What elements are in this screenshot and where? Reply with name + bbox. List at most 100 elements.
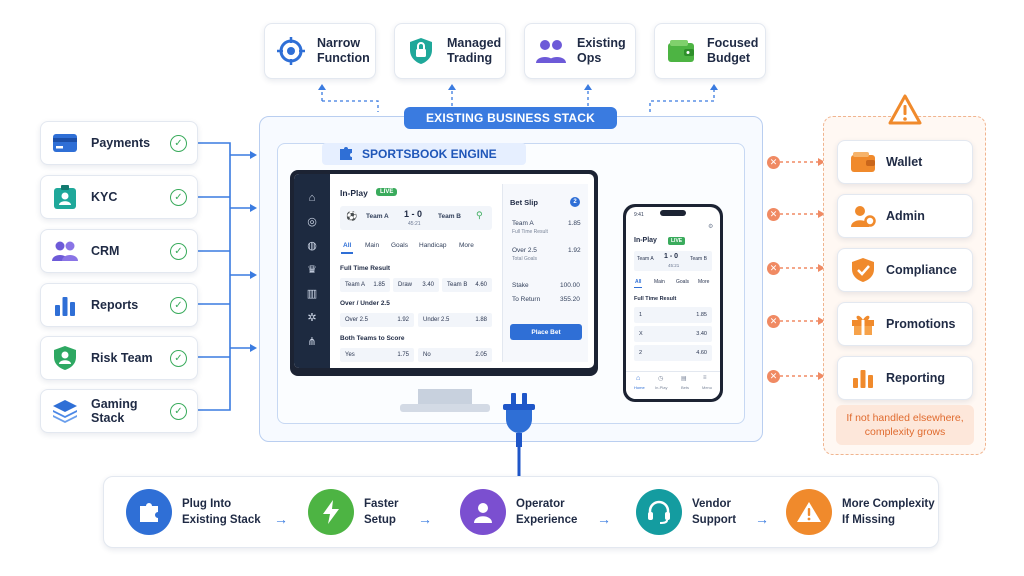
odds-value: 4.60: [475, 282, 487, 288]
step-label: Operator Experience: [516, 498, 578, 526]
home-icon[interactable]: ⌂: [636, 375, 641, 382]
right-card-wallet: Wallet: [837, 140, 973, 184]
engine-title: SPORTSBOOK ENGINE: [362, 147, 497, 161]
home-icon[interactable]: ⌂: [308, 192, 316, 204]
tab-underline: [634, 287, 642, 288]
tab-more[interactable]: More: [459, 242, 474, 249]
mobile-scoreboard: [634, 251, 712, 271]
return-value: 355.20: [560, 296, 580, 303]
step-label: Faster Setup: [364, 498, 399, 526]
step-label: Vendor Support: [692, 498, 737, 526]
step-operator-experience: Operator Experience: [460, 489, 577, 535]
phone-notch: [660, 210, 686, 216]
top-card-label: Narrow Function: [317, 36, 370, 65]
desktop-screen: ⌂ ◎ ◍ ♛ ▥ ✲ ⋔ In-Play LIVE ⚽ Team A 1 - …: [294, 174, 594, 368]
plug-icon: [500, 393, 538, 454]
bets-icon[interactable]: ▤: [681, 376, 687, 382]
slip-selection: Over 2.5: [512, 247, 537, 254]
stake-label: Stake: [512, 282, 529, 289]
mobile-screen: 9:41 In-Play LIVE ⚙ Team A 1 - 0 45:21 T…: [626, 207, 720, 399]
tab-goals[interactable]: Goals: [391, 242, 408, 249]
check-icon: ✓: [170, 296, 187, 314]
puzzle-icon: [126, 489, 172, 535]
tab-main[interactable]: Main: [654, 279, 665, 285]
step-vendor-support: Vendor Support: [636, 489, 736, 535]
basketball-icon[interactable]: ◍: [307, 240, 317, 252]
right-card-promotions: Promotions: [837, 302, 973, 346]
tab-main[interactable]: Main: [365, 242, 380, 249]
gift-icon: [850, 311, 876, 337]
shield-user-icon: [51, 344, 79, 372]
left-card-kyc: KYC ✓: [40, 175, 198, 219]
slip-selection: Team A: [512, 220, 534, 227]
headset-icon: [636, 489, 682, 535]
odds-value: 3.40: [422, 282, 434, 288]
live-badge: LIVE: [668, 237, 686, 245]
top-card-label: Existing Ops: [577, 36, 626, 65]
trophy-icon[interactable]: ♛: [307, 264, 317, 276]
left-card-label: KYC: [91, 190, 118, 204]
desktop-side-nav: ⌂ ◎ ◍ ♛ ▥ ✲ ⋔: [294, 174, 330, 368]
x-icon: ✕: [767, 262, 780, 275]
market-title: Full Time Result: [634, 296, 677, 302]
left-card-payments: Payments ✓: [40, 121, 198, 165]
slip-market: Full Time Result: [512, 229, 548, 235]
check-icon: ✓: [170, 402, 187, 420]
settings-icon[interactable]: ✲: [307, 312, 317, 324]
mobile-bottom-nav: [626, 371, 720, 399]
odds-label: Yes: [345, 352, 355, 358]
id-badge-icon: [51, 183, 79, 211]
inplay-icon[interactable]: ◷: [658, 376, 664, 382]
tab-handicap[interactable]: Handicap: [419, 242, 447, 249]
mobile-header: In-Play: [634, 237, 657, 244]
left-card-label: Gaming Stack: [91, 397, 138, 425]
settings-icon[interactable]: ⚙: [708, 224, 714, 230]
left-card-label: Reports: [91, 298, 139, 312]
wallet-icon: [665, 35, 697, 67]
live-badge: LIVE: [376, 188, 398, 196]
stats-icon[interactable]: ▥: [306, 288, 318, 300]
warning-icon: [786, 489, 832, 535]
shield-check-icon: [850, 257, 876, 283]
slip-market: Total Goals: [512, 256, 538, 262]
soccer-ball-icon: ⚽: [346, 211, 358, 221]
tab-all[interactable]: All: [635, 279, 642, 285]
odds-value: 1.88: [475, 317, 487, 323]
check-icon: ✓: [170, 242, 187, 260]
odds-label: X: [639, 331, 643, 337]
monitor-base: [400, 404, 490, 412]
place-bet-button[interactable]: Place Bet: [510, 324, 582, 340]
right-card-label: Wallet: [886, 155, 923, 169]
tab-underline: [341, 252, 353, 254]
stack-title: EXISTING BUSINESS STACK: [404, 107, 617, 129]
team-a-label: Team A: [366, 213, 389, 220]
soccer-icon[interactable]: ◎: [307, 216, 317, 228]
nav-bets-label: Bets: [681, 385, 690, 390]
network-icon[interactable]: ⋔: [307, 336, 317, 348]
menu-icon[interactable]: ≡: [703, 375, 707, 381]
left-card-gaming-stack: Gaming Stack ✓: [40, 389, 198, 433]
engine-title-bar: SPORTSBOOK ENGINE: [322, 143, 526, 165]
slip-odds: 1.92: [568, 247, 581, 254]
top-card-narrow-function: Narrow Function: [264, 23, 376, 79]
stake-value[interactable]: 100.00: [560, 282, 580, 289]
tab-more[interactable]: More: [698, 279, 710, 285]
x-icon: ✕: [767, 208, 780, 221]
odds-label: 1: [639, 312, 643, 318]
tab-all[interactable]: All: [343, 242, 352, 249]
complexity-note: If not handled elsewhere, complexity gro…: [836, 405, 974, 445]
x-icon: ✕: [767, 370, 780, 383]
credit-card-icon: [51, 129, 79, 157]
tab-goals[interactable]: Goals: [676, 279, 690, 285]
